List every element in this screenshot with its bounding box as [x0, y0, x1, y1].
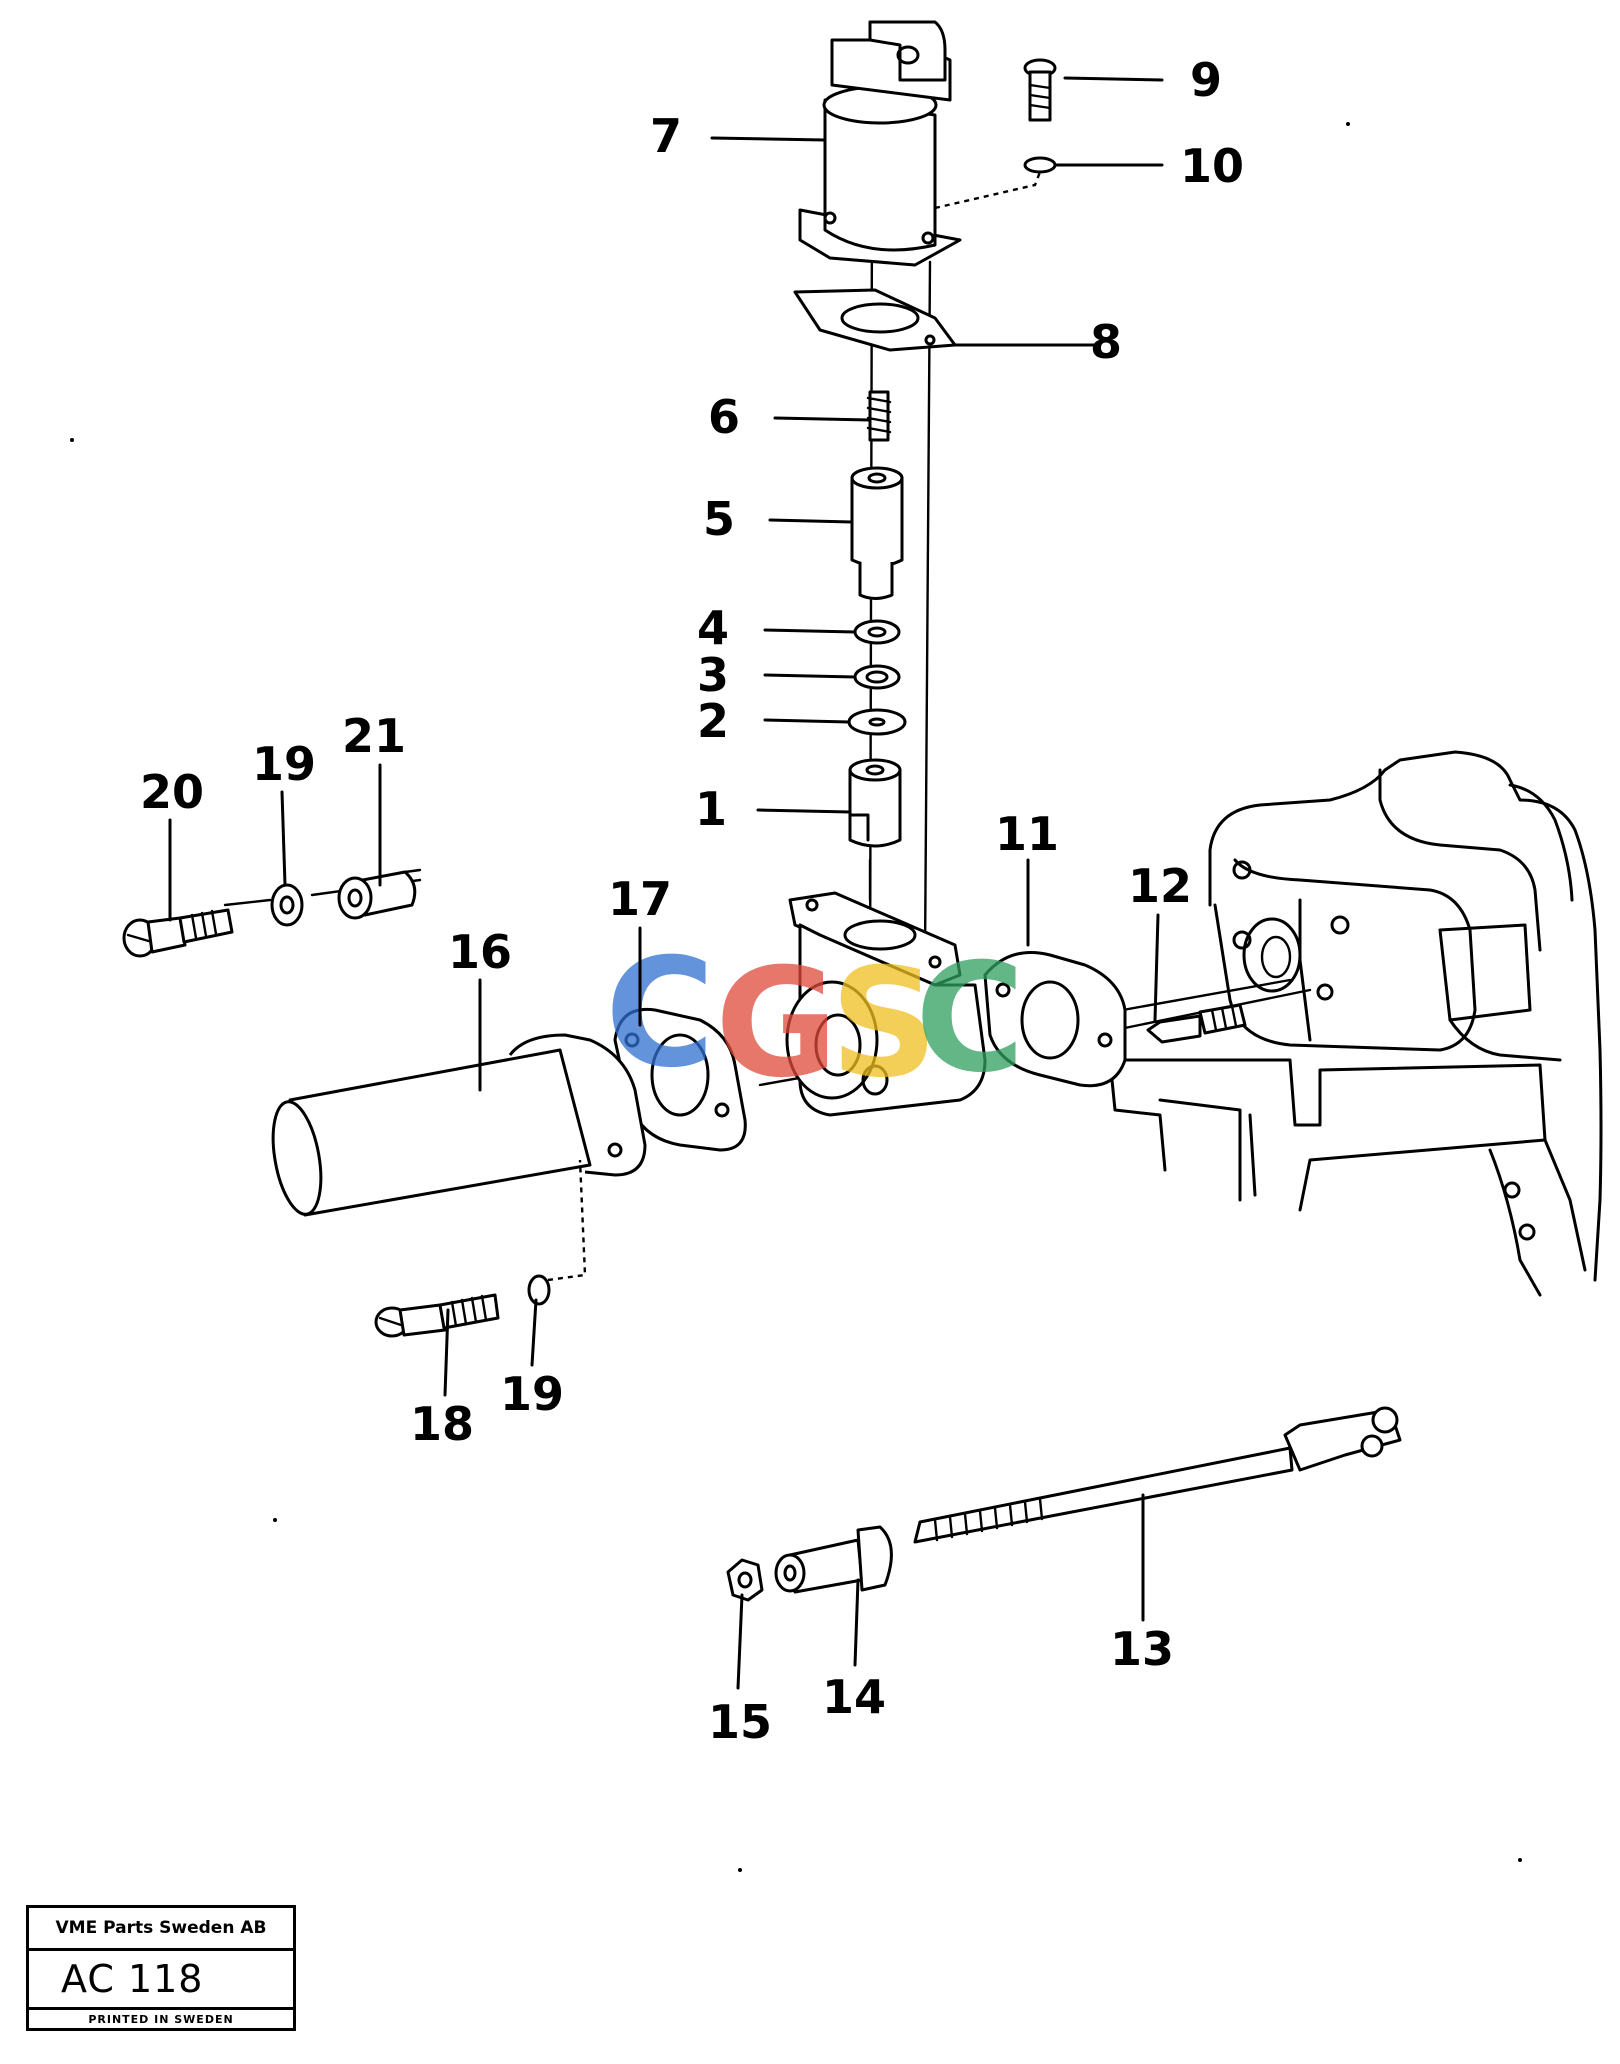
part-20-shape: [122, 908, 234, 958]
callout-8: 8: [1090, 315, 1122, 369]
leader-3: [763, 673, 857, 679]
callout-5: 5: [703, 492, 735, 546]
leader-15: [736, 1593, 744, 1690]
callout-15: 15: [708, 1695, 772, 1749]
part-8-shape: [793, 288, 957, 352]
part-3-shape: [853, 664, 901, 690]
leader-9: [1063, 76, 1164, 82]
part-21-shape: [337, 868, 422, 920]
part-6-shape: [866, 390, 892, 442]
callout-19b: 19: [500, 1367, 564, 1421]
fastener-path-18: [547, 1159, 587, 1282]
callout-10: 10: [1180, 139, 1244, 193]
part-19b-shape: [527, 1274, 551, 1306]
transmission-housing: [1108, 750, 1603, 1297]
callout-6: 6: [708, 390, 740, 444]
part-9-shape: [1023, 58, 1057, 122]
part-14-shape: [774, 1525, 893, 1594]
callout-14: 14: [822, 1670, 886, 1724]
callout-12: 12: [1128, 859, 1192, 913]
fastener-path-9: [934, 171, 1042, 210]
part-16-shape: [271, 1033, 647, 1217]
leader-5: [768, 518, 854, 524]
callout-9: 9: [1190, 53, 1222, 107]
part-10-shape: [1023, 156, 1057, 174]
callout-4: 4: [697, 601, 729, 655]
callout-11: 11: [995, 807, 1059, 861]
leader-1: [756, 808, 852, 814]
company-name: VME Parts Sweden AB: [29, 1908, 293, 1951]
watermark-letter-g: G: [715, 937, 838, 1111]
leader-2: [763, 718, 851, 724]
leader-lines: [168, 76, 1164, 1690]
scan-specks: [70, 122, 1522, 1872]
leader-7: [710, 136, 827, 142]
part-19a-shape: [270, 883, 304, 927]
leader-14: [853, 1578, 860, 1667]
part-5-shape: [850, 466, 904, 600]
valve-body-shape: [785, 891, 987, 1117]
drawing-code: AC 118: [29, 1951, 293, 2010]
part-4-shape: [853, 619, 901, 645]
part-1-shape: [848, 758, 902, 848]
leader-4: [763, 628, 857, 634]
callout-13: 13: [1110, 1622, 1174, 1676]
title-block: VME Parts Sweden AB AC 118 PRINTED IN SW…: [26, 1905, 296, 2031]
leader-18: [443, 1308, 450, 1397]
part-2-shape: [847, 708, 907, 736]
callout-18: 18: [410, 1397, 474, 1451]
watermark-letter-c1: C: [605, 927, 715, 1101]
leader-19a: [280, 790, 287, 887]
leader-12: [1153, 913, 1160, 1022]
leader-19b: [530, 1298, 538, 1367]
watermark: C G S C: [605, 927, 1025, 1111]
callout-3: 3: [697, 648, 729, 702]
callout-21: 21: [342, 709, 406, 763]
printed-note: PRINTED IN SWEDEN: [88, 2013, 234, 2026]
part-7-shape: [798, 20, 962, 267]
part-12-shape: [1146, 1003, 1247, 1044]
part-17-shape: [613, 1007, 747, 1152]
leader-6: [773, 416, 872, 422]
part-18-shape: [374, 1293, 500, 1338]
part-15-shape: [726, 1558, 764, 1602]
part-11-shape: [983, 951, 1127, 1088]
callout-2: 2: [697, 694, 729, 748]
callouts: 7 9 10 8 6 5 4 3 2 1 11 12 13 14 15 16 1…: [140, 53, 1244, 1749]
callout-7: 7: [650, 109, 682, 163]
part-13-shape: [913, 1406, 1402, 1544]
watermark-letter-s: S: [830, 937, 938, 1111]
callout-16: 16: [448, 925, 512, 979]
callout-20: 20: [140, 765, 204, 819]
callout-1: 1: [695, 782, 727, 836]
watermark-letter-c2: C: [915, 932, 1025, 1106]
callout-19a: 19: [252, 737, 316, 791]
callout-17: 17: [608, 872, 672, 926]
